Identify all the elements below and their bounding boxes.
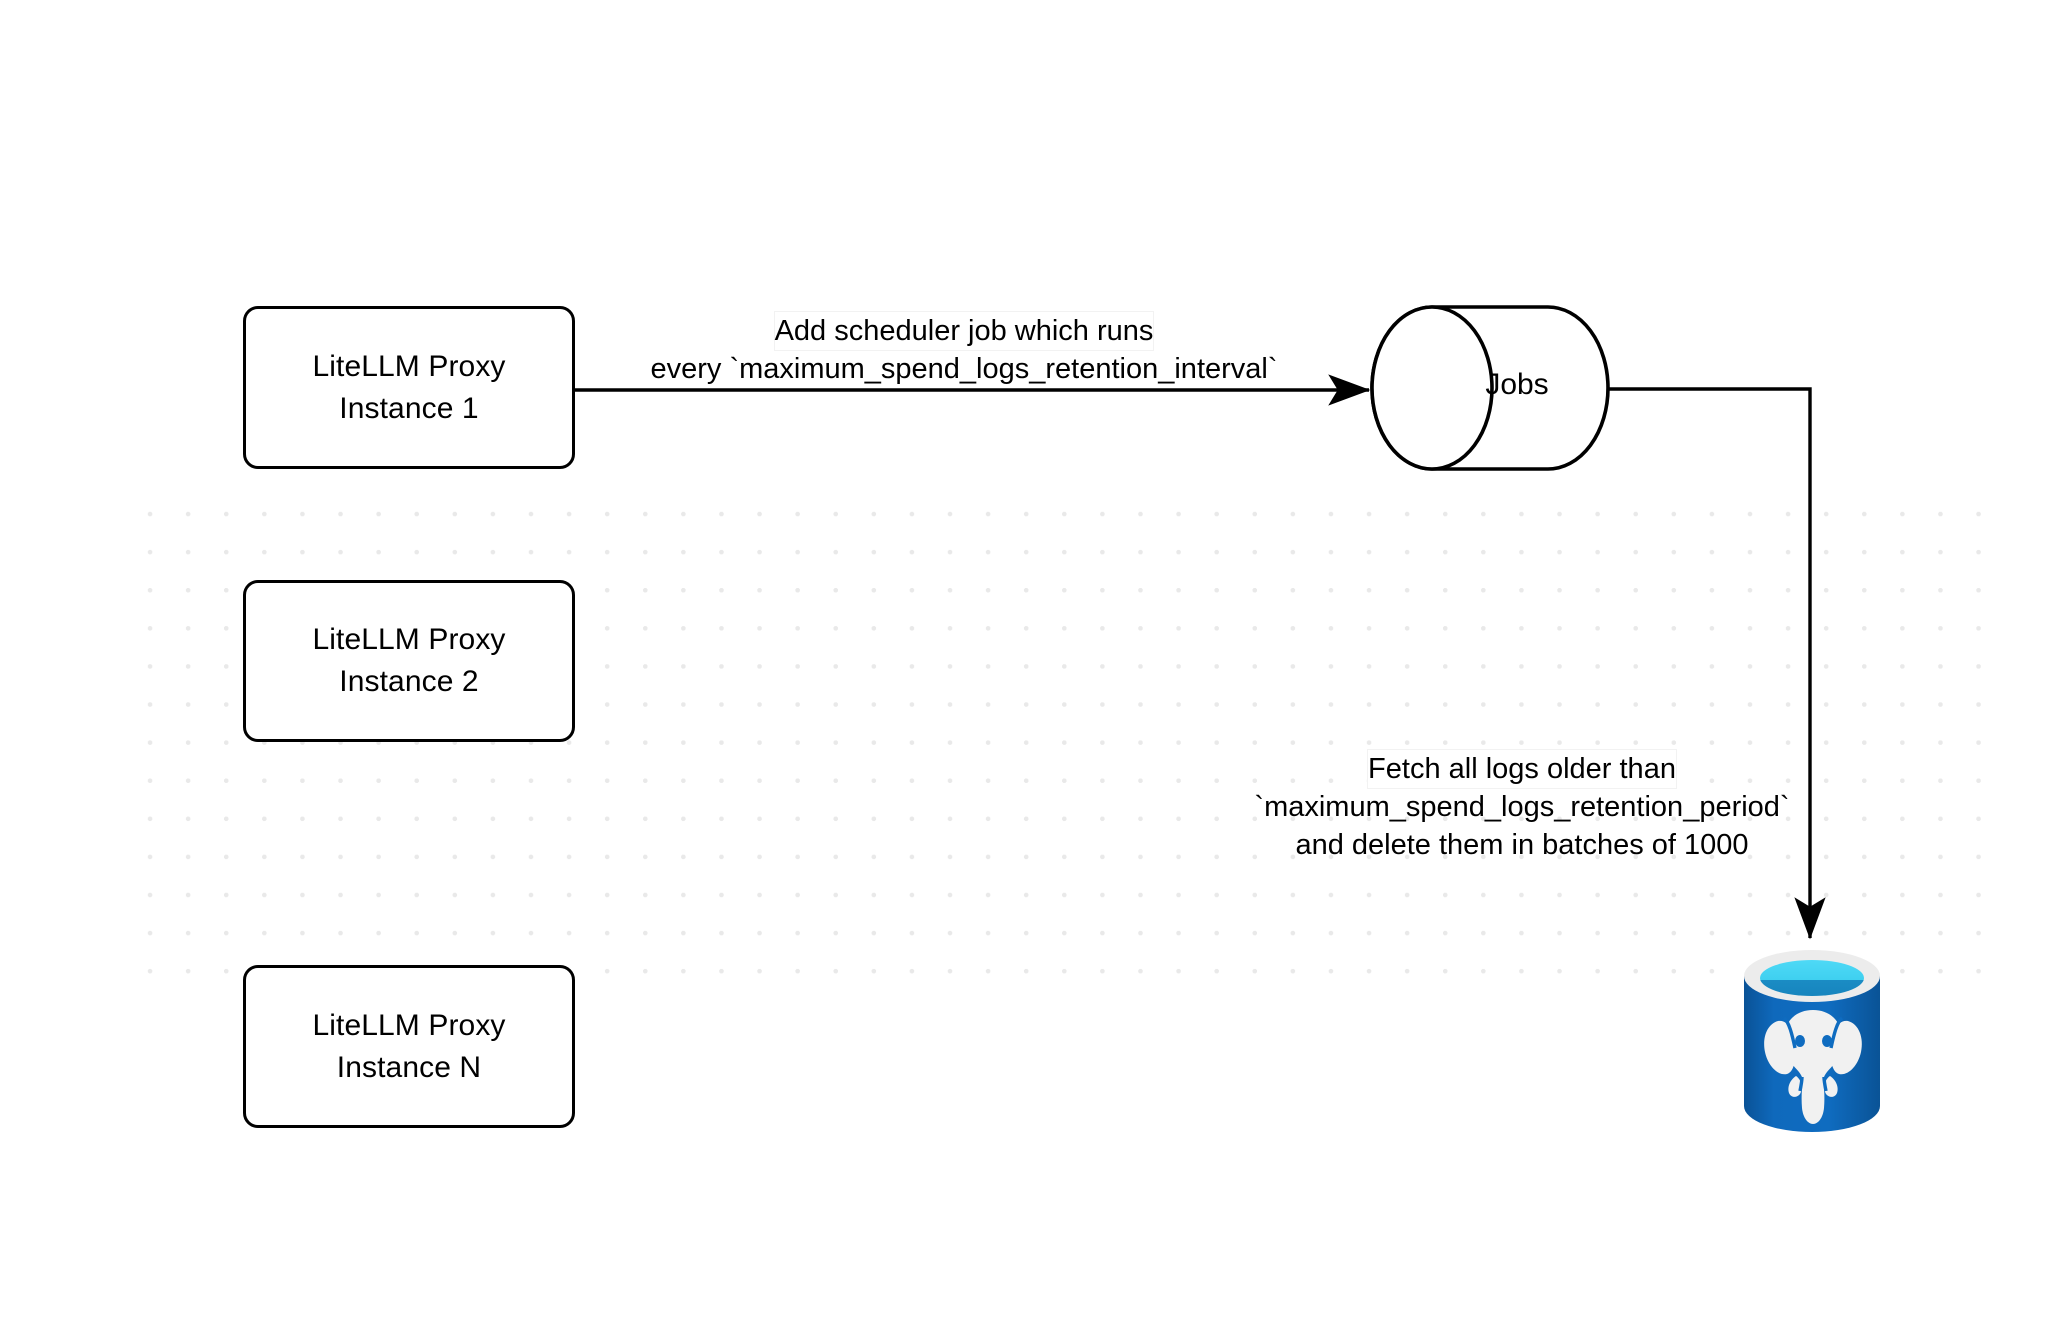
node-label-line1: LiteLLM Proxy	[312, 349, 506, 383]
node-litellm-proxy-instance-n[interactable]: LiteLLM Proxy Instance N	[243, 965, 575, 1128]
jobs-cylinder-end-ellipse	[1370, 305, 1494, 471]
edge-label-add-scheduler-job: Add scheduler job which runs every `maxi…	[614, 312, 1314, 388]
postgres-elephant-eyes	[1795, 1035, 1832, 1047]
edge-label-line2: every `maximum_spend_logs_retention_inte…	[650, 353, 1278, 385]
node-label-line1: LiteLLM Proxy	[312, 1008, 506, 1042]
node-litellm-proxy-instance-2[interactable]: LiteLLM Proxy Instance 2	[243, 580, 575, 742]
node-label-line1: LiteLLM Proxy	[312, 623, 506, 656]
postgresql-database-icon	[1744, 950, 1880, 1132]
node-label-line2: Instance N	[336, 1050, 482, 1084]
postgres-elephant-glyph	[1764, 1010, 1862, 1124]
postgres-elephant-outline	[1782, 1016, 1844, 1092]
node-jobs-cylinder[interactable]	[1370, 305, 1610, 471]
edge-label-line1: Fetch all logs older than	[1368, 750, 1676, 788]
node-litellm-proxy-instance-1[interactable]: LiteLLM Proxy Instance 1	[243, 306, 575, 469]
node-jobs-label: Jobs	[1485, 368, 1549, 401]
edge-label-line2: `maximum_spend_logs_retention_period`	[1254, 791, 1790, 823]
node-label-line2: Instance 2	[339, 665, 479, 698]
edge-label-line1: Add scheduler job which runs	[774, 312, 1154, 350]
edge-label-line3: and delete them in batches of 1000	[1295, 829, 1749, 861]
edge-line-jobs-to-postgres	[1608, 387, 1826, 940]
node-postgres-database[interactable]	[1740, 948, 1884, 1138]
node-label-line2: Instance 1	[339, 391, 479, 425]
db-top-surface	[1760, 960, 1864, 996]
edge-label-fetch-and-delete-logs: Fetch all logs older than `maximum_spend…	[1242, 750, 1802, 864]
edge-jobs-to-postgres	[1608, 387, 1826, 940]
